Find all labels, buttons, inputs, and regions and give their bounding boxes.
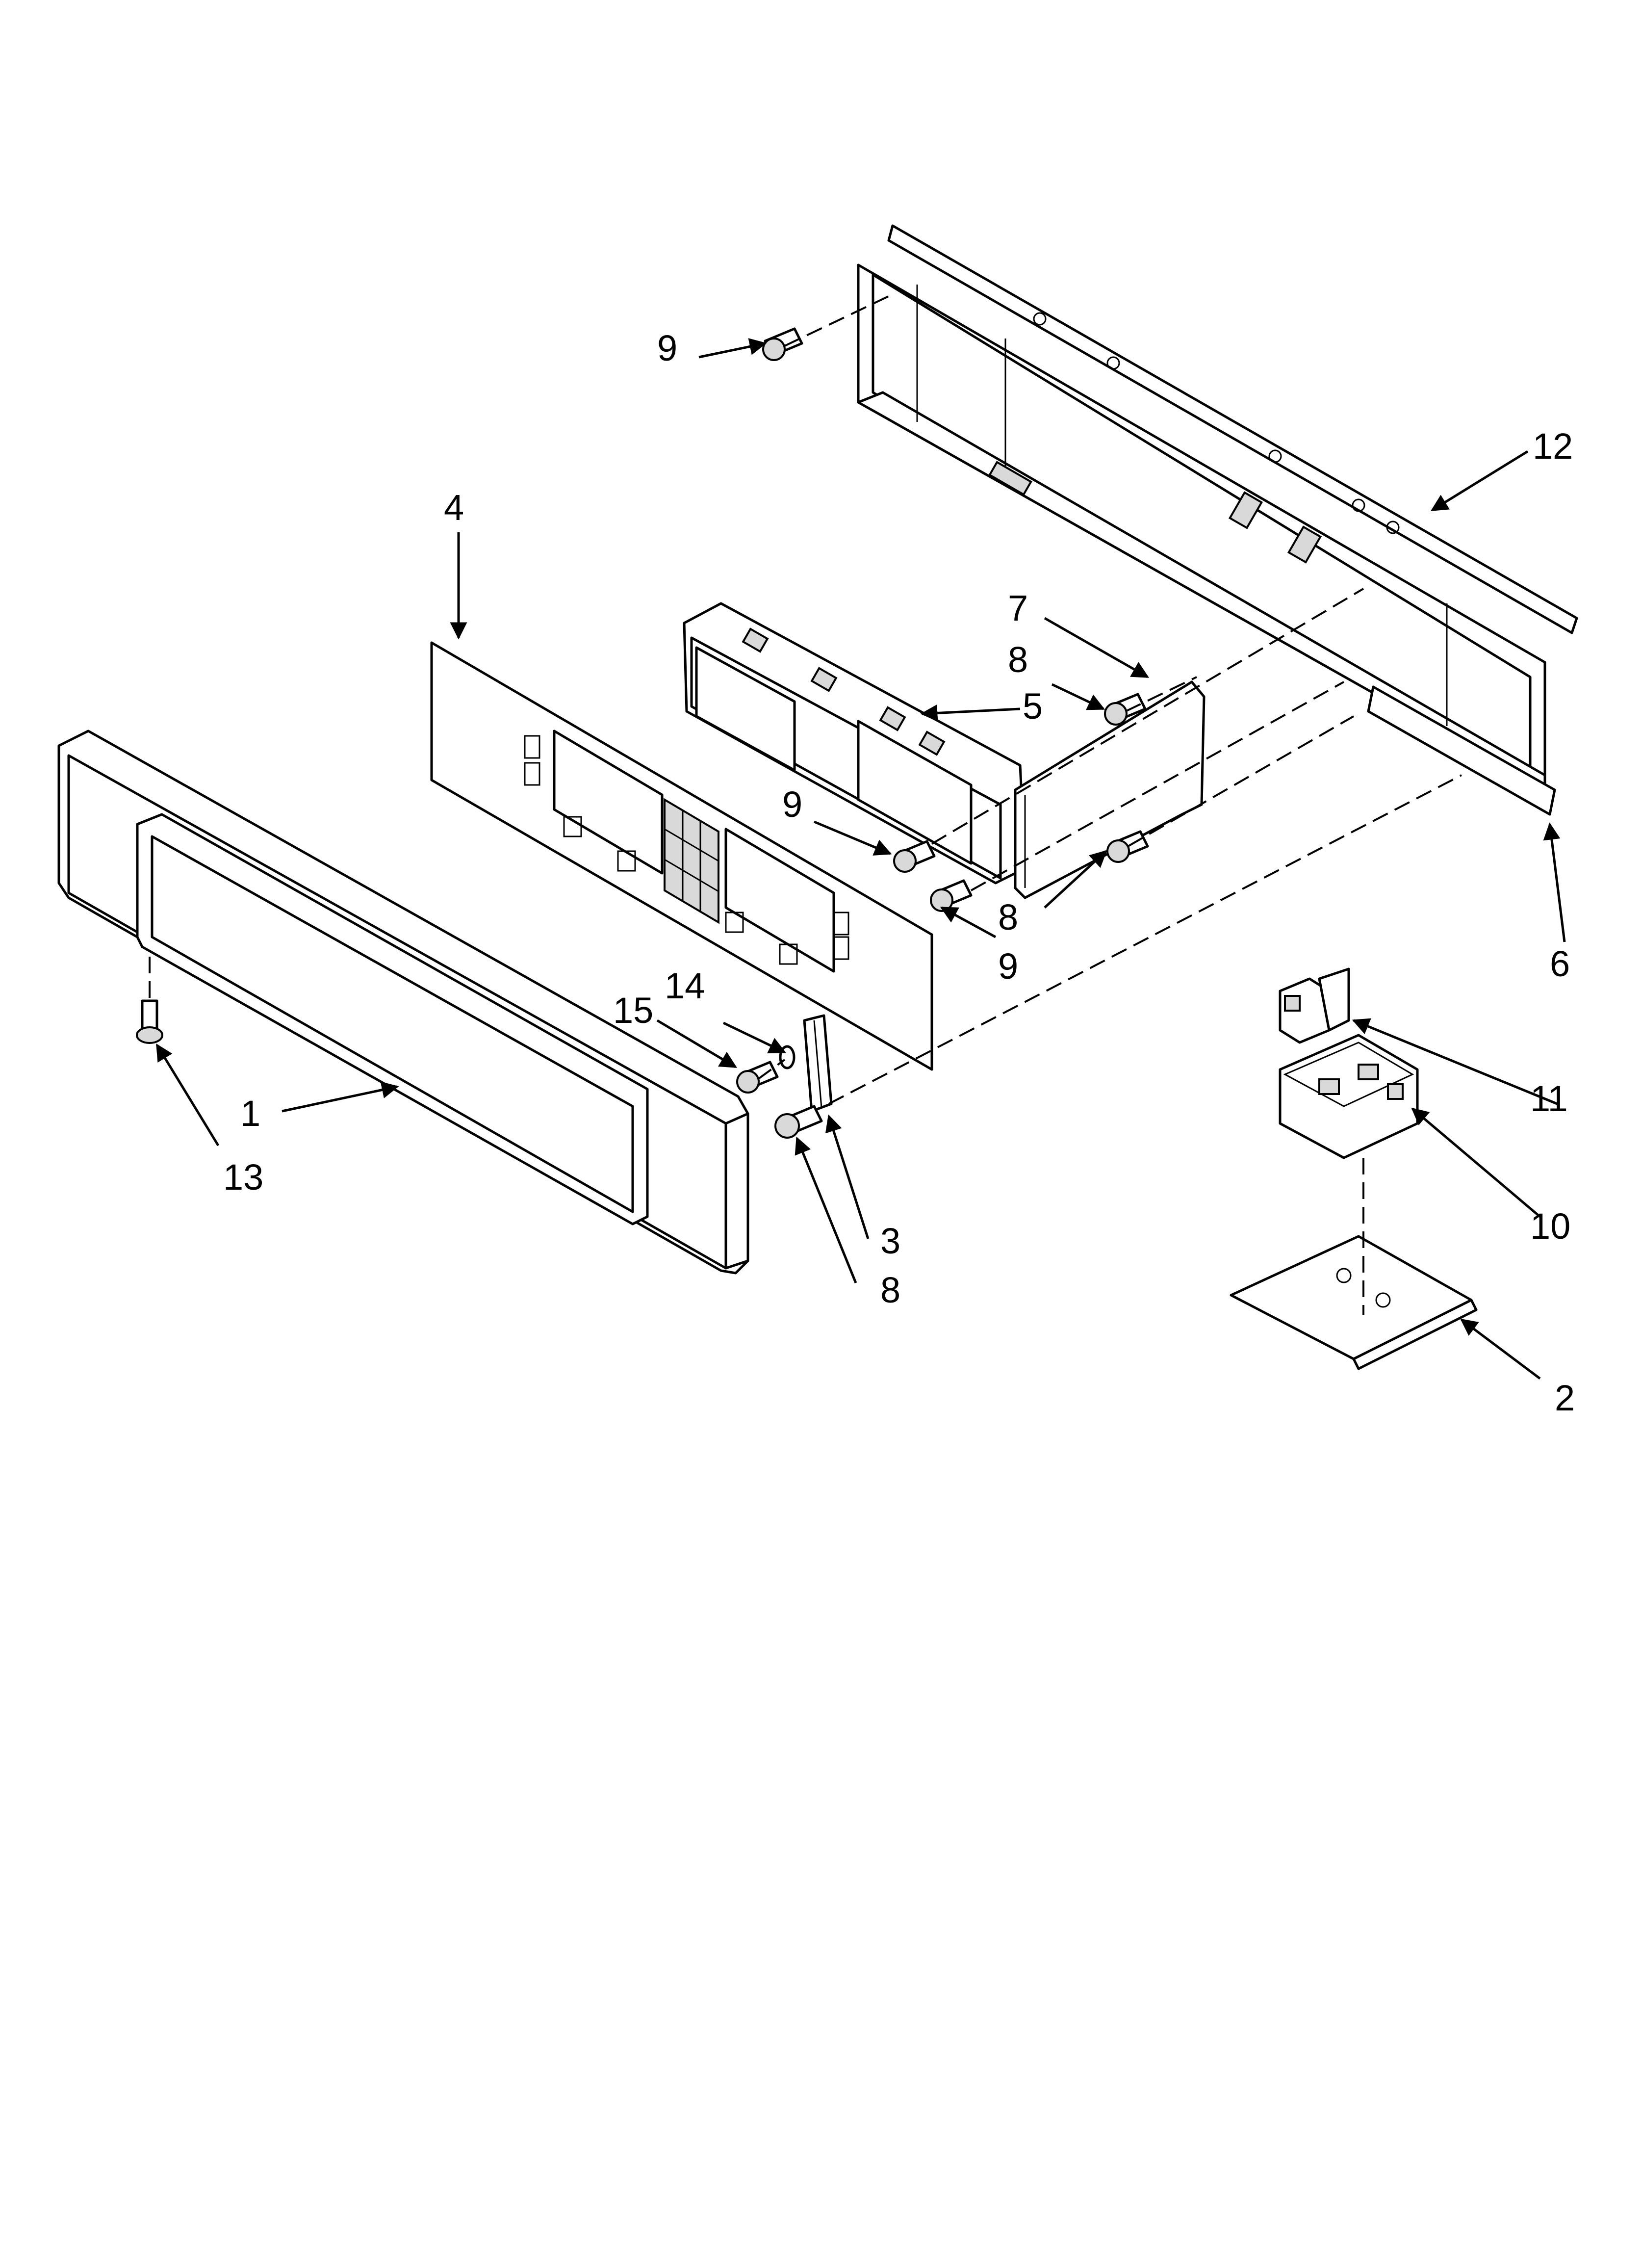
part-5-control-housing [683,602,1026,885]
leader-arrows [155,338,1566,1380]
callout-1: 1 [240,1093,260,1134]
screw-9-top [762,327,803,361]
part-12-mounting-bracket [857,224,1578,816]
callout-9-middle: 9 [782,784,802,825]
part-1-control-panel [57,730,749,1275]
screw-13 [136,999,163,1044]
part-4-graphic-overlay [430,641,933,1071]
part-11-relay [1279,967,1350,1044]
callout-10: 10 [1530,1206,1570,1247]
keypad [664,798,719,924]
callout-15: 15 [613,990,653,1031]
callout-14: 14 [665,965,705,1006]
screw-15 [736,1061,779,1094]
assembly-lines [149,293,1462,1315]
part-2-mounting-plate [1230,1235,1478,1370]
callout-12: 12 [1533,426,1573,467]
callout-9-lower: 9 [998,946,1018,987]
screw-8-lower [774,1105,823,1139]
callout-6: 6 [1550,943,1570,984]
callout-8-upper: 8 [1008,639,1028,680]
callout-2: 2 [1555,1378,1575,1418]
part-10-control-board [1279,1034,1419,1159]
screw-9-lower [930,879,973,912]
callout-13: 13 [223,1157,263,1198]
callout-8-right: 8 [998,897,1018,938]
screw-8-upper [1104,693,1147,726]
callout-5: 5 [1023,686,1043,727]
callout-7: 7 [1008,588,1028,628]
part-3-trim-strip [803,1014,833,1113]
washer-14 [779,1045,795,1069]
callout-labels: 9 12 4 7 8 5 9 8 9 6 14 15 11 1 13 10 3 … [223,328,1575,1418]
callout-8-lower: 8 [880,1270,900,1310]
callout-9-top: 9 [657,328,677,368]
screw-9-middle [893,840,936,873]
callout-4: 4 [444,487,464,528]
callout-3: 3 [880,1221,900,1261]
callout-11: 11 [1530,1078,1568,1119]
